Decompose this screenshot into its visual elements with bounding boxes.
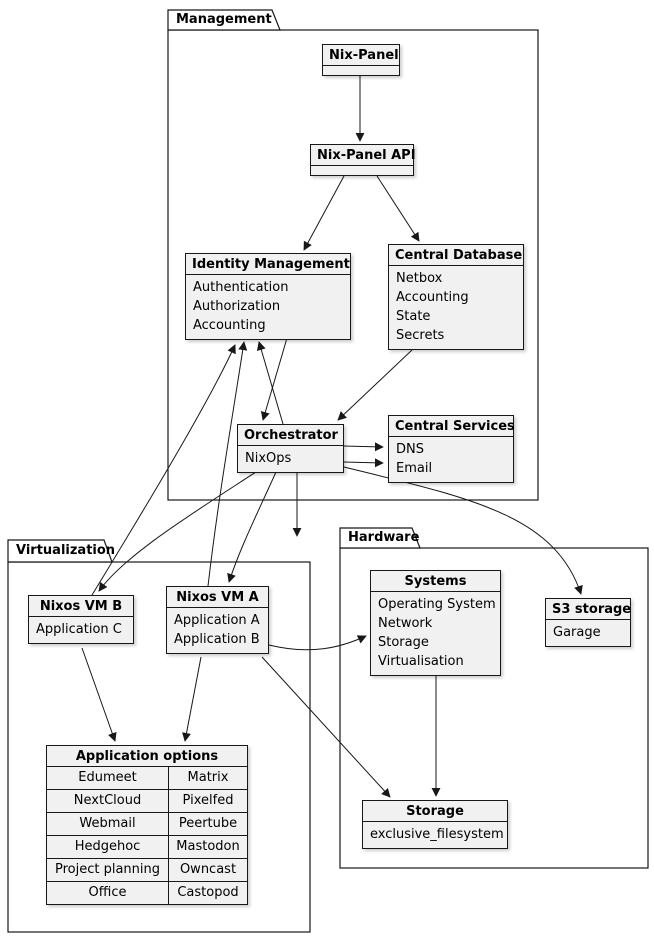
table-cell: Owncast — [169, 858, 247, 881]
node-row: exclusive_filesystem — [370, 827, 504, 842]
package-label-hardware: Hardware — [348, 530, 420, 545]
edge-orchestrator-to-identity — [256, 341, 284, 425]
node-row: Storage — [378, 635, 429, 650]
table-cell: Hedgehoc — [47, 835, 169, 858]
node-nixos-vm-a: Nixos VM A Application A Application B — [166, 586, 269, 654]
table-cell: Edumeet — [47, 767, 169, 789]
node-row: Netbox — [396, 271, 443, 286]
node-title: Application options — [47, 746, 247, 767]
package-label-virtualization: Virtualization — [16, 543, 116, 558]
edge-nixos-vm-b-to-application-options — [81, 647, 117, 742]
table-cell: Office — [47, 881, 169, 904]
empty-compartment — [311, 166, 413, 175]
node-row: Application C — [36, 622, 122, 637]
package-label-management: Management — [176, 12, 272, 27]
table-cell: Webmail — [47, 812, 169, 835]
edge-nixos-vm-a-to-identity — [207, 341, 248, 587]
node-title: Nixos VM B — [29, 596, 133, 617]
node-row: Secrets — [396, 328, 445, 343]
node-row: Email — [396, 461, 433, 476]
edge-central-database-to-orchestrator — [337, 349, 413, 421]
node-title: Storage — [363, 801, 507, 822]
table-cell: Project planning — [47, 858, 169, 881]
edge-orchestrator-to-nixos-vm-a — [227, 471, 277, 583]
node-central-services: Central Services DNS Email — [388, 415, 515, 483]
node-title: Nix-Panel — [323, 45, 399, 66]
node-nixos-vm-b: Nixos VM B Application C — [28, 595, 134, 644]
table-cell: Pixelfed — [169, 789, 247, 812]
edge-nixos-vm-a-to-application-options — [182, 656, 202, 742]
edge-api-to-identity-management — [303, 175, 345, 251]
node-title: Nixos VM A — [167, 587, 268, 608]
node-row: State — [396, 309, 431, 324]
node-row: Application B — [174, 632, 260, 647]
node-nix-panel-api: Nix-Panel API — [310, 144, 416, 176]
node-row: Network — [378, 616, 433, 631]
edge-nixos-vm-a-to-systems — [268, 635, 367, 651]
node-title: S3 storage — [546, 599, 631, 620]
node-row: Virtualisation — [378, 654, 464, 669]
node-row: Accounting — [193, 318, 266, 333]
node-row: Garage — [553, 625, 601, 640]
table-cell: NextCloud — [47, 789, 169, 812]
edge-api-to-central-database — [376, 175, 420, 242]
node-title: Systems — [371, 571, 500, 592]
node-identity-management: Identity Management Authentication Autho… — [185, 253, 351, 340]
application-options-table: Edumeet Matrix NextCloud Pixelfed Webmai… — [47, 767, 247, 904]
node-title: Central Database — [389, 245, 523, 266]
empty-compartment — [323, 66, 399, 75]
node-row: Authorization — [193, 299, 281, 314]
node-nix-panel: Nix-Panel — [322, 44, 400, 76]
edge-nixos-vm-b-to-identity — [91, 344, 236, 596]
node-row: Authentication — [193, 280, 289, 295]
node-row: Application A — [174, 613, 260, 628]
edge-orchestrator-to-central-services-email — [343, 458, 384, 468]
node-systems: Systems Operating System Network Storage… — [370, 570, 501, 676]
node-row: Operating System — [378, 597, 496, 612]
node-title: Orchestrator — [238, 425, 343, 446]
node-row: DNS — [396, 442, 424, 457]
node-title: Nix-Panel API — [311, 145, 416, 166]
table-cell: Castopod — [169, 881, 247, 904]
node-central-database: Central Database Netbox Accounting State… — [388, 244, 524, 350]
node-storage: Storage exclusive_filesystem — [362, 800, 508, 849]
table-cell: Peertube — [169, 812, 247, 835]
edge-identity-to-orchestrator — [260, 337, 288, 421]
node-row: NixOps — [245, 451, 292, 466]
node-title: Central Services — [389, 416, 515, 437]
node-orchestrator: Orchestrator NixOps — [237, 424, 344, 473]
edge-nixos-vm-a-to-storage — [261, 656, 391, 798]
table-cell: Mastodon — [169, 835, 247, 858]
node-title: Identity Management — [186, 254, 350, 275]
node-s3-storage: S3 storage Garage — [545, 598, 631, 647]
node-row: Accounting — [396, 290, 469, 305]
node-application-options: Application options Edumeet Matrix NextC… — [46, 745, 248, 905]
edge-orchestrator-to-nixos-vm-b — [98, 471, 257, 592]
edge-orchestrator-to-central-services-dns — [343, 442, 384, 452]
table-cell: Matrix — [187, 770, 229, 785]
